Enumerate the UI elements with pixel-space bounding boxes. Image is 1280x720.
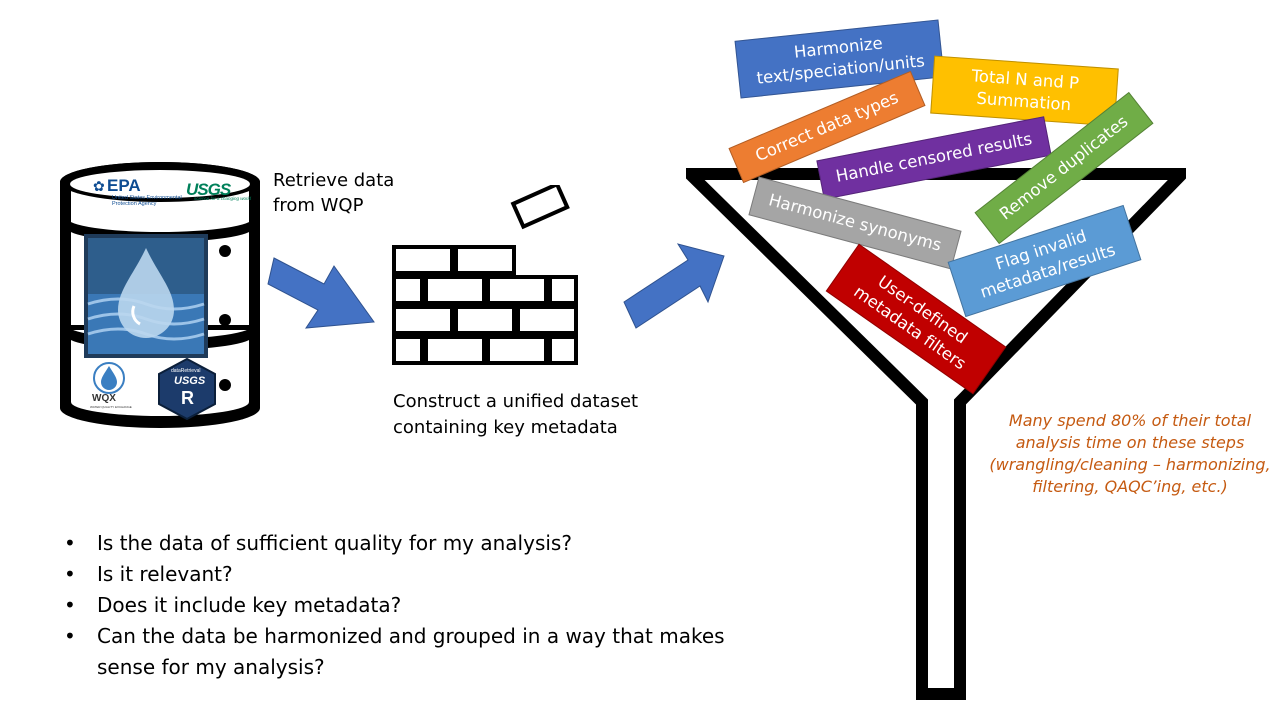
question-item: Is it relevant? — [64, 559, 744, 590]
dataretrieval-r: R — [181, 388, 194, 408]
wqx-logo-text: WQX — [92, 393, 116, 404]
disk-indicator — [219, 379, 231, 391]
disk-indicator — [219, 245, 231, 257]
construct-step-label: Construct a unified dataset containing k… — [393, 391, 639, 438]
usgs-logo-subtitle: science for a changing world — [194, 196, 252, 201]
question-item: Is the data of sufficient quality for my… — [64, 528, 744, 559]
question-list: Is the data of sufficient quality for my… — [64, 528, 744, 683]
dataretrieval-usgs: USGS — [174, 375, 206, 387]
label-total-np: Total N and P Summation — [930, 55, 1119, 127]
dataretrieval-logo: dataRetrieval USGS R — [157, 358, 217, 420]
epa-logo-subtitle: United States Environmental Protection A… — [112, 195, 182, 207]
dataretrieval-label: dataRetrieval — [171, 368, 201, 374]
retrieve-step-label: Retrieve data from WQP — [273, 170, 395, 216]
epa-logo: EPA ✿ United States Environmental Protec… — [93, 176, 182, 214]
wqx-drop-icon — [93, 362, 125, 394]
brick-wall-icon — [392, 185, 578, 365]
wqx-logo: WQX WATER QUALITY EXCHANGE — [84, 360, 134, 409]
funnel-graphic — [686, 168, 1186, 700]
wqx-logo-subtitle: WATER QUALITY EXCHANGE — [90, 405, 132, 409]
water-drop-image — [84, 234, 208, 358]
usgs-logo-text: USGS — [186, 180, 231, 199]
time-spent-note: Many spend 80% of their total analysis t… — [989, 411, 1271, 496]
epa-logo-mark: ✿ — [93, 178, 105, 194]
dataretrieval-hex-icon — [158, 358, 216, 420]
question-item: Does it include key metadata? — [64, 590, 744, 621]
usgs-logo: USGS science for a changing world — [186, 180, 251, 210]
epa-logo-text: EPA — [107, 176, 141, 195]
arrow-to-funnel — [623, 243, 725, 329]
disk-indicator — [219, 314, 231, 326]
arrow-retrieve — [267, 257, 375, 329]
question-item: Can the data be harmonized and grouped i… — [64, 621, 744, 683]
